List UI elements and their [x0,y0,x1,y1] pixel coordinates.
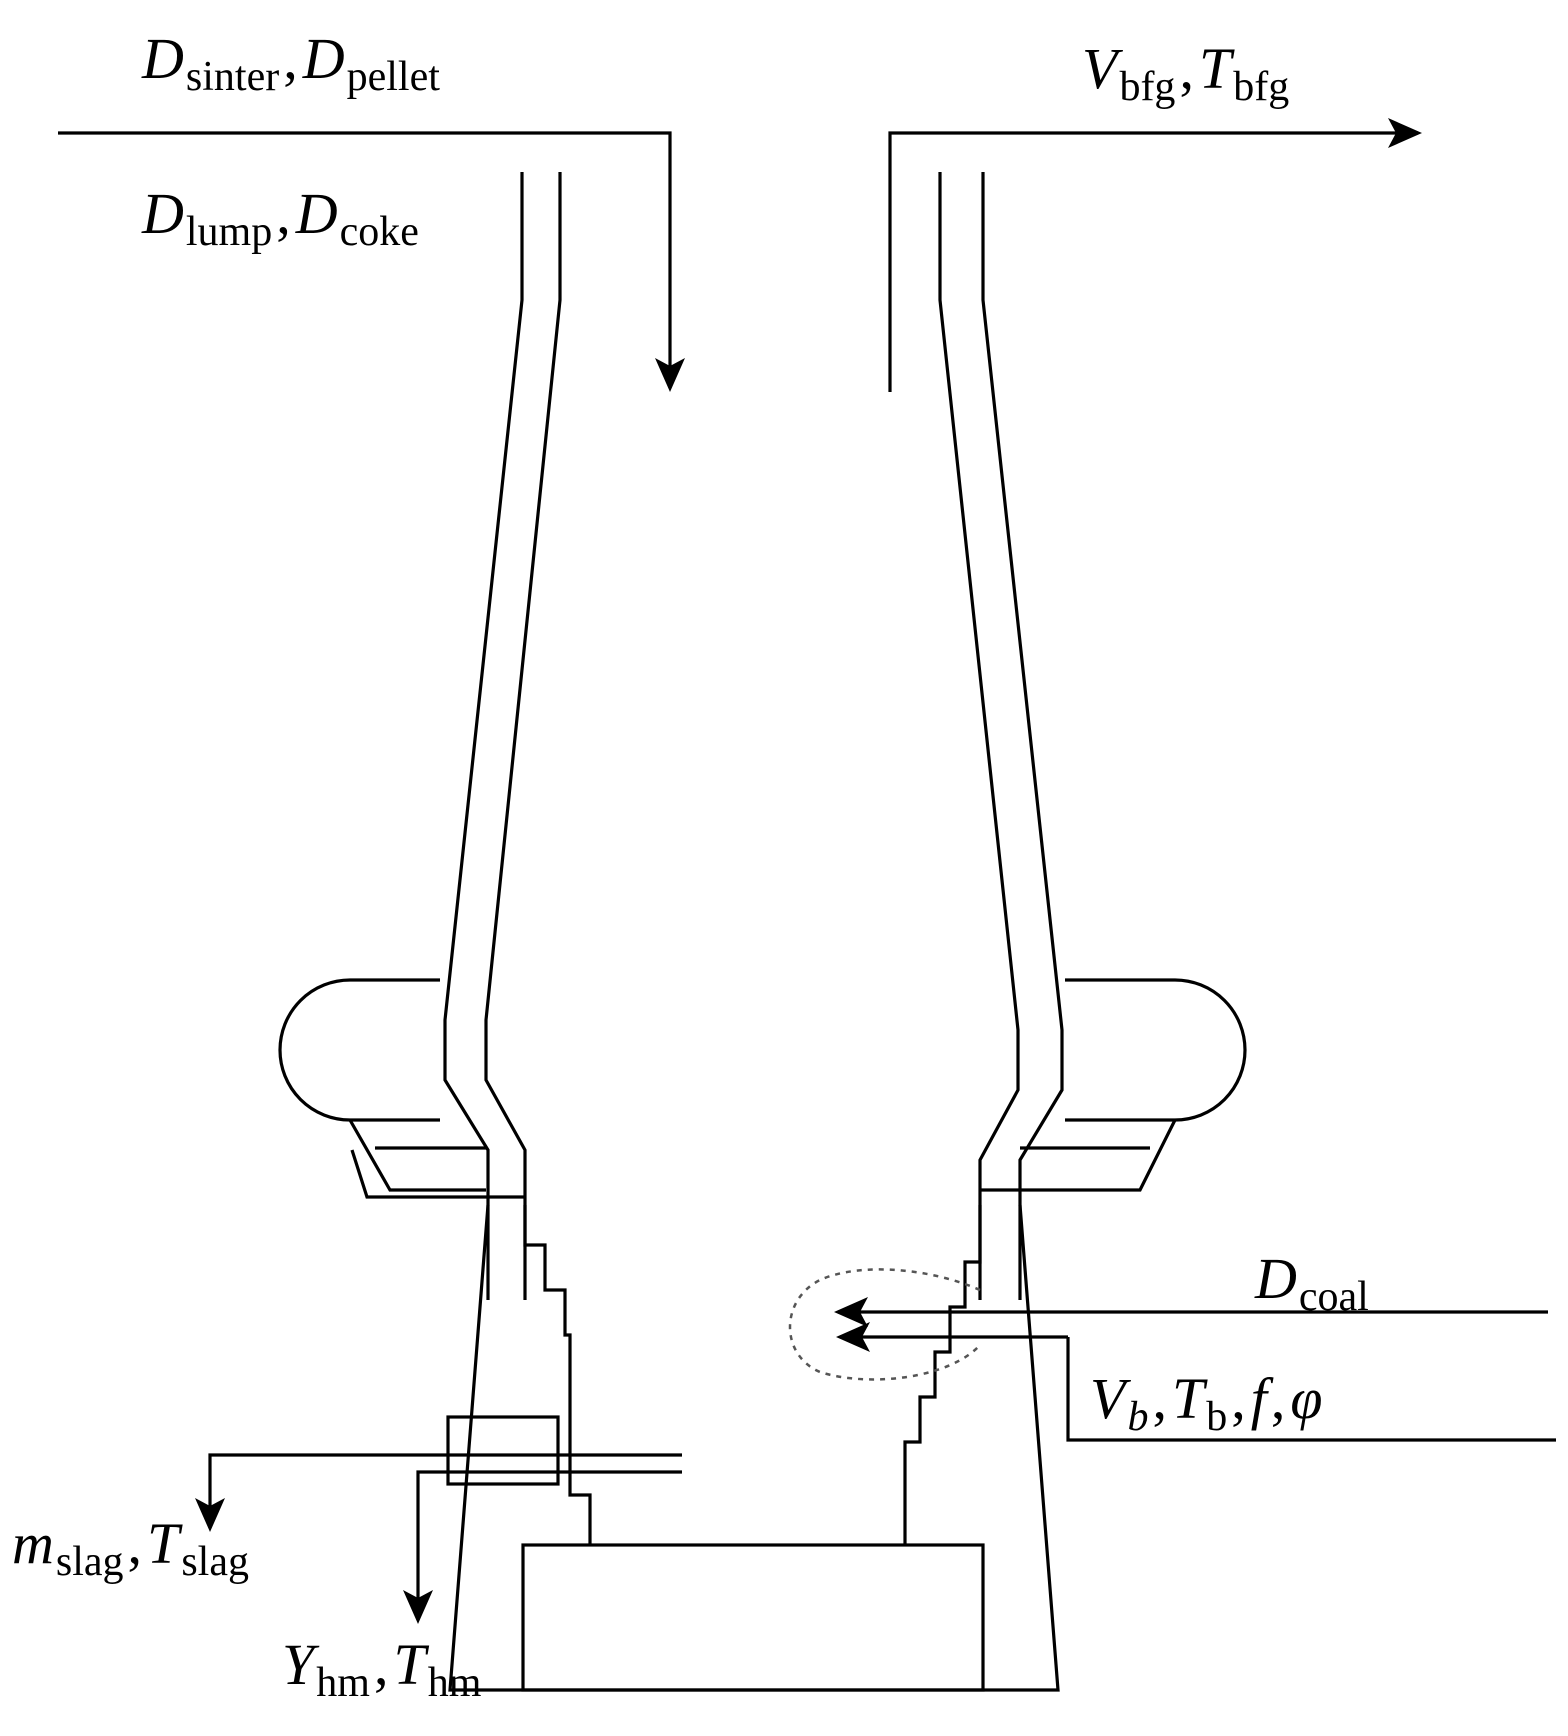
slag-outlet-arrow [195,1453,682,1532]
sub-bfg-v: bfg [1119,64,1176,110]
sub-pellet: pellet [346,54,440,100]
label-sinter-pellet: Dsinter,Dpellet [142,30,440,99]
separator: , [373,1632,389,1697]
sub-hm-t: hm [427,1660,482,1706]
var-t-b: T [1171,1366,1205,1431]
sub-sinter: sinter [185,54,280,100]
separator: , [1270,1366,1286,1431]
sub-slag-m: slag [55,1539,124,1585]
left-shaft-wall-inner [484,172,562,1300]
separator: , [127,1511,143,1576]
right-tuyere-stock [980,1119,1177,1192]
separator: , [283,26,298,91]
label-slag: mslag,Tslag [12,1515,249,1584]
separator: , [1179,36,1194,101]
label-hot-metal: Yhm,Thm [282,1636,481,1705]
hearth-bottom-block [521,1543,985,1692]
left-tuyere-stock [348,1119,486,1192]
hearth-outer-wall [448,1204,1060,1692]
hot-metal-outlet-arrow [403,1470,682,1624]
separator: , [1231,1366,1246,1431]
bfg-outlet-arrow [888,118,1422,392]
var-d-coal: D [1255,1246,1297,1311]
var-d-pellet: D [302,26,345,91]
separator: , [1152,1366,1167,1431]
right-shaft-wall-outer [981,172,1064,1300]
var-d-sinter: D [142,26,184,91]
var-d-lump: D [142,181,184,246]
right-shaft-wall-inner [938,172,1020,1300]
var-phi: φ [1290,1366,1323,1431]
var-v-b: V [1090,1366,1126,1431]
label-blast: Vb,Tb,f,φ [1090,1370,1322,1439]
var-f: f [1250,1366,1267,1431]
var-t-bfg: T [1198,36,1232,101]
var-d-coke: D [295,181,338,246]
sub-bfg-t: bfg [1233,64,1290,110]
label-coal: Dcoal [1255,1250,1369,1319]
hot-blast-supply-line [1066,1337,1556,1442]
label-bfg: Vbfg,Tbfg [1082,40,1289,109]
var-y-hm: Y [282,1632,315,1697]
left-bustle-pipe [278,978,440,1122]
label-lump-coke: Dlump,Dcoke [142,185,419,254]
sub-b-t: b [1206,1394,1228,1440]
sub-lump: lump [185,209,273,255]
hearth-lining-right [903,1205,982,1545]
burden-input-arrow [58,131,685,392]
sub-coke: coke [339,209,419,255]
sub-b-v: b [1127,1394,1149,1440]
taphole-block [446,1415,560,1486]
raceway-outline [788,1268,981,1381]
left-shaft-wall-outer [443,172,524,1300]
sub-coal: coal [1298,1274,1369,1320]
separator: , [276,181,291,246]
left-tuyere-nozzle [350,1149,525,1199]
var-t-hm: T [393,1632,426,1697]
var-m-slag: m [12,1511,54,1576]
right-bustle-pipe [1065,978,1247,1122]
sub-hm-y: hm [316,1660,370,1706]
sub-slag-t: slag [181,1539,249,1585]
var-t-slag: T [147,1511,180,1576]
hearth-lining-left [523,1205,592,1545]
var-v-bfg: V [1082,36,1118,101]
